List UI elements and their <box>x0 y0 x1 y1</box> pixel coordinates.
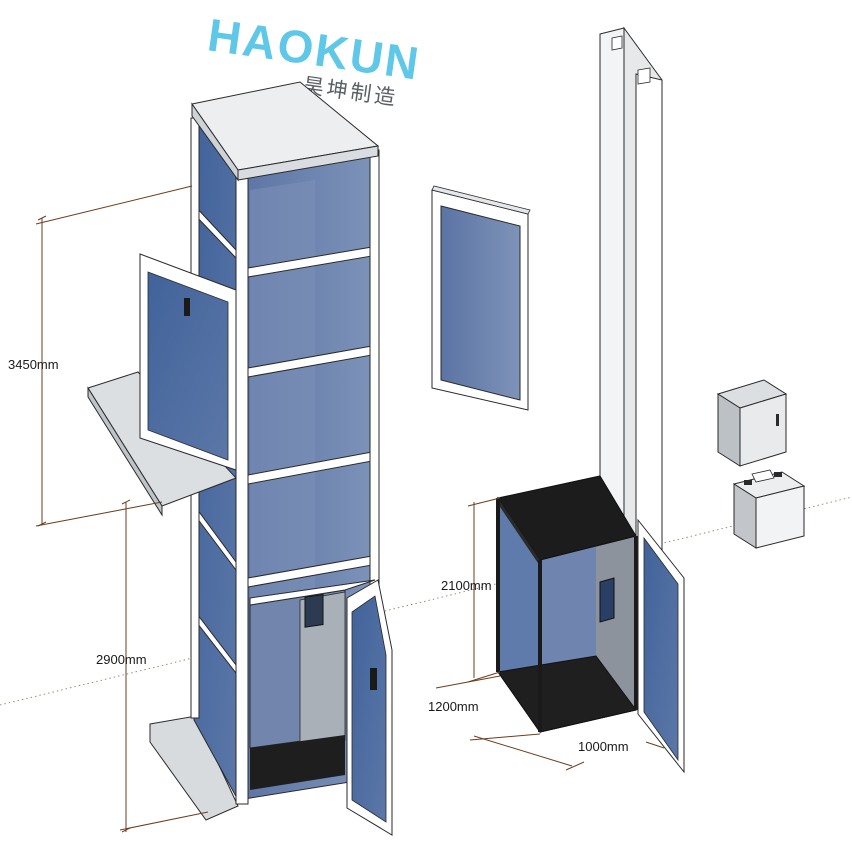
elevator-tower-icon <box>87 81 393 836</box>
battery-box-icon <box>732 469 806 549</box>
dim-label-1000: 1000mm <box>578 739 629 754</box>
landing-door-icon <box>431 185 531 411</box>
guide-rail-column-icon <box>599 26 663 577</box>
ground-guide-line <box>0 496 852 706</box>
tower-dimension-lines <box>35 185 209 833</box>
dim-label-2100: 2100mm <box>441 578 492 593</box>
car-dimension-lines <box>435 497 665 771</box>
control-cabinet-icon <box>716 379 788 467</box>
dim-label-3450: 3450mm <box>8 357 59 372</box>
dim-label-1200: 1200mm <box>428 699 479 714</box>
elevator-car-icon <box>496 475 685 774</box>
dim-label-2900: 2900mm <box>96 652 147 667</box>
